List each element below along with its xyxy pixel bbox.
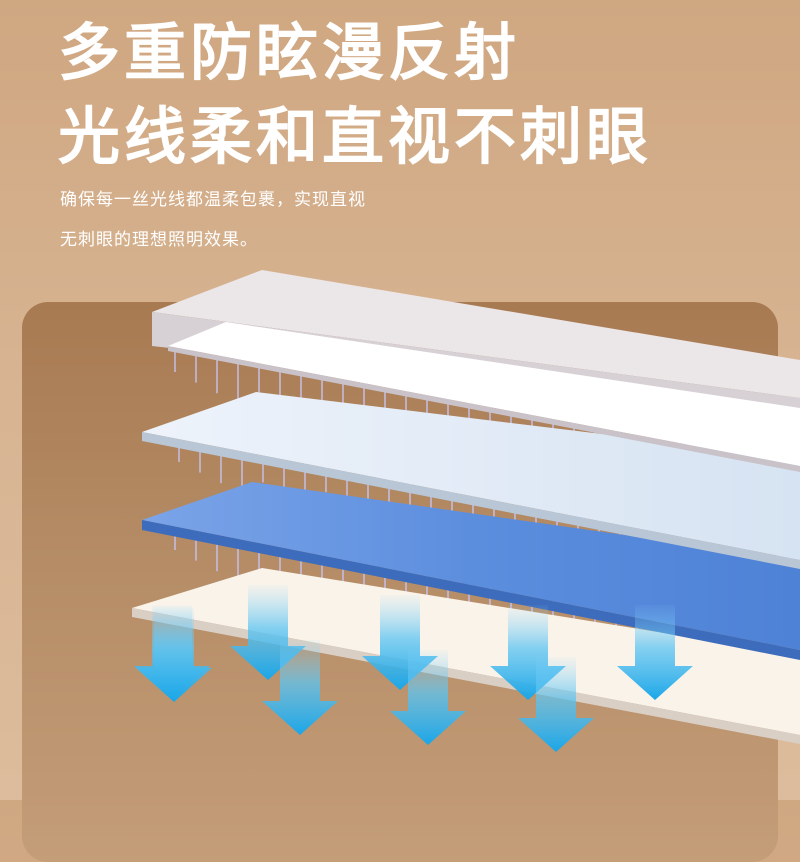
- subheadline-line-1: 确保每一丝光线都温柔包裹，实现直视: [60, 190, 366, 210]
- downward-light-arrows: [134, 585, 693, 752]
- headline-line-1: 多重防眩漫反射: [58, 16, 521, 89]
- down-arrow-icon: [617, 605, 693, 700]
- layered-lamp-diagram: [132, 270, 800, 752]
- down-arrow-icon: [136, 607, 212, 702]
- diffuser-plate: [142, 392, 800, 569]
- subheadline-line-2: 无刺眼的理想照明效果。: [60, 230, 258, 250]
- down-arrow-icon: [262, 640, 338, 735]
- lamp-housing: [152, 270, 800, 472]
- headline-line-2: 光线柔和直视不刺眼: [58, 100, 653, 173]
- down-arrow-icon: [518, 657, 594, 752]
- down-arrow-icon: [390, 650, 466, 745]
